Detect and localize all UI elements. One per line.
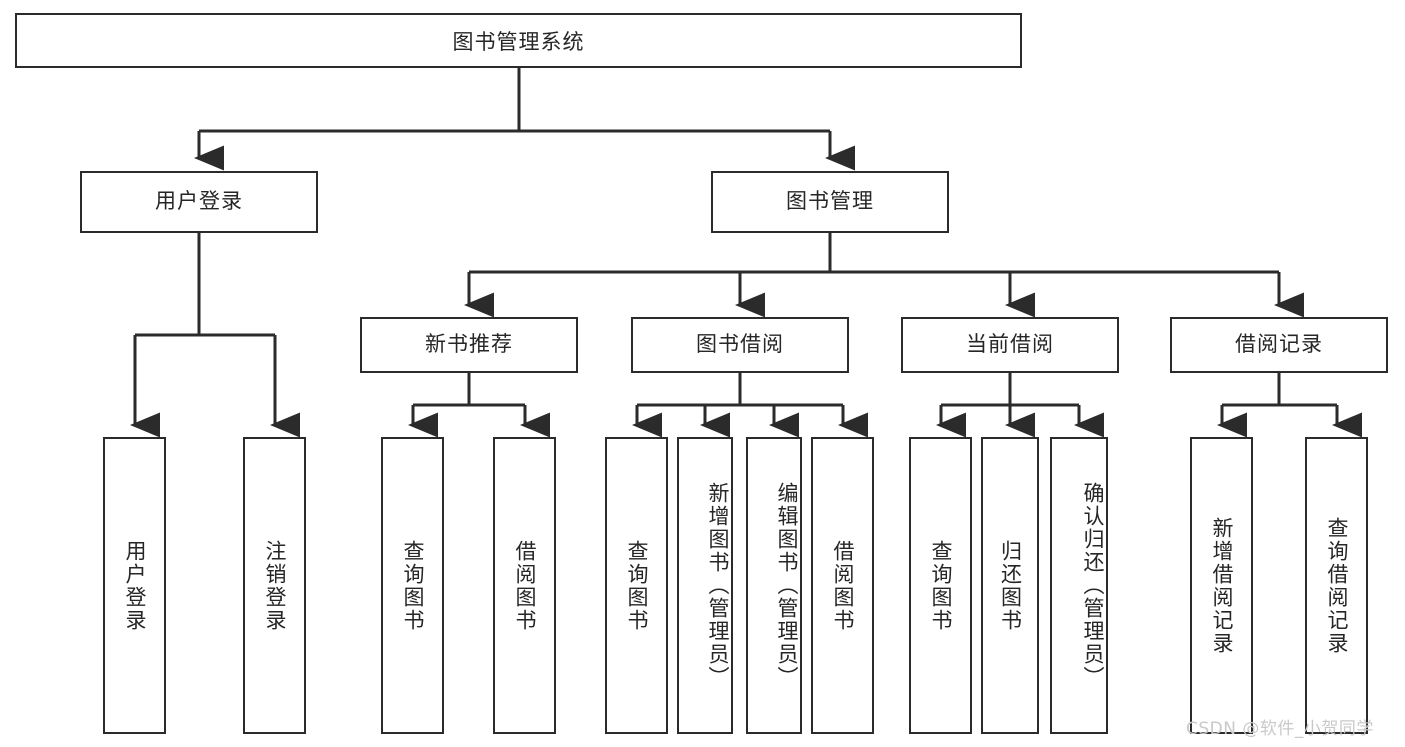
- node-root-system[interactable]: 图书管理系统: [15, 13, 1022, 68]
- leaf-query-book-borrow[interactable]: 查询图书: [605, 437, 668, 734]
- leaf-query-book-current[interactable]: 查询图书: [909, 437, 972, 734]
- leaf-edit-book-admin[interactable]: 编辑图书（管理员）: [746, 437, 802, 734]
- node-label: 借阅图书: [512, 539, 537, 632]
- node-label: 新书推荐: [425, 332, 513, 357]
- node-label: 确认归还（管理员）: [1081, 482, 1105, 689]
- node-label: 新增借阅记录: [1209, 516, 1234, 655]
- node-label: 注销登录: [262, 539, 287, 632]
- node-current-borrow[interactable]: 当前借阅: [901, 317, 1119, 373]
- node-label: 编辑图书（管理员）: [775, 482, 799, 689]
- leaf-query-book-recommend[interactable]: 查询图书: [381, 437, 444, 734]
- node-label: 查询图书: [400, 539, 425, 632]
- leaf-user-logout[interactable]: 注销登录: [243, 437, 306, 734]
- leaf-user-login[interactable]: 用户登录: [103, 437, 166, 734]
- node-new-book-recommend[interactable]: 新书推荐: [360, 317, 578, 373]
- leaf-return-book[interactable]: 归还图书: [981, 437, 1039, 734]
- node-label: 归还图书: [998, 539, 1023, 632]
- node-label: 新增图书（管理员）: [706, 482, 730, 689]
- node-borrow-record[interactable]: 借阅记录: [1170, 317, 1388, 373]
- node-label: 当前借阅: [966, 332, 1054, 357]
- node-book-manage[interactable]: 图书管理: [711, 171, 949, 233]
- node-label: 查询图书: [624, 539, 649, 632]
- leaf-borrow-book-borrow[interactable]: 借阅图书: [811, 437, 874, 734]
- leaf-query-borrow-record[interactable]: 查询借阅记录: [1305, 437, 1368, 734]
- leaf-borrow-book-recommend[interactable]: 借阅图书: [493, 437, 556, 734]
- leaf-add-borrow-record[interactable]: 新增借阅记录: [1190, 437, 1253, 734]
- node-user-login[interactable]: 用户登录: [80, 171, 318, 233]
- node-label: 图书管理系统: [452, 29, 585, 54]
- node-label: 借阅记录: [1235, 332, 1323, 357]
- csdn-watermark: CSDN @软件_小贺同学: [1186, 719, 1374, 739]
- node-label: 查询图书: [928, 539, 953, 632]
- leaf-confirm-return-admin[interactable]: 确认归还（管理员）: [1050, 437, 1108, 734]
- node-label: 查询借阅记录: [1324, 516, 1349, 655]
- node-label: 借阅图书: [830, 539, 855, 632]
- node-label: 用户登录: [122, 539, 147, 632]
- node-label: 图书管理: [786, 189, 874, 214]
- node-book-borrow[interactable]: 图书借阅: [631, 317, 849, 373]
- leaf-add-book-admin[interactable]: 新增图书（管理员）: [677, 437, 733, 734]
- node-label: 图书借阅: [696, 332, 784, 357]
- node-label: 用户登录: [155, 189, 243, 214]
